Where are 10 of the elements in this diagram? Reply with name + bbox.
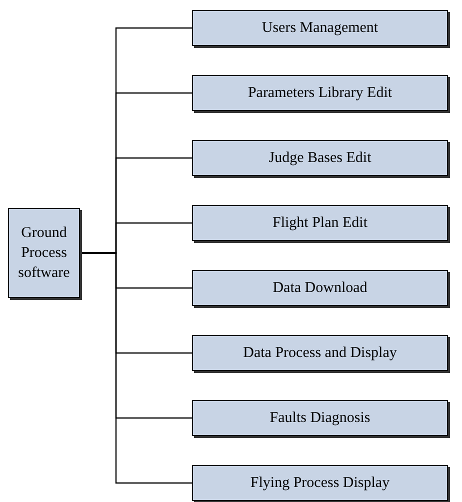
module-box: Parameters Library Edit: [192, 75, 448, 111]
module-box: Faults Diagnosis: [192, 400, 448, 436]
root-box: Ground Process software: [8, 208, 80, 298]
module-box: Flying Process Display: [192, 465, 448, 501]
module-box: Data Process and Display: [192, 335, 448, 371]
module-box: Data Download: [192, 270, 448, 306]
connector-line: [80, 252, 192, 484]
module-box: Users Management: [192, 10, 448, 46]
module-box: Judge Bases Edit: [192, 140, 448, 176]
module-box: Flight Plan Edit: [192, 205, 448, 241]
